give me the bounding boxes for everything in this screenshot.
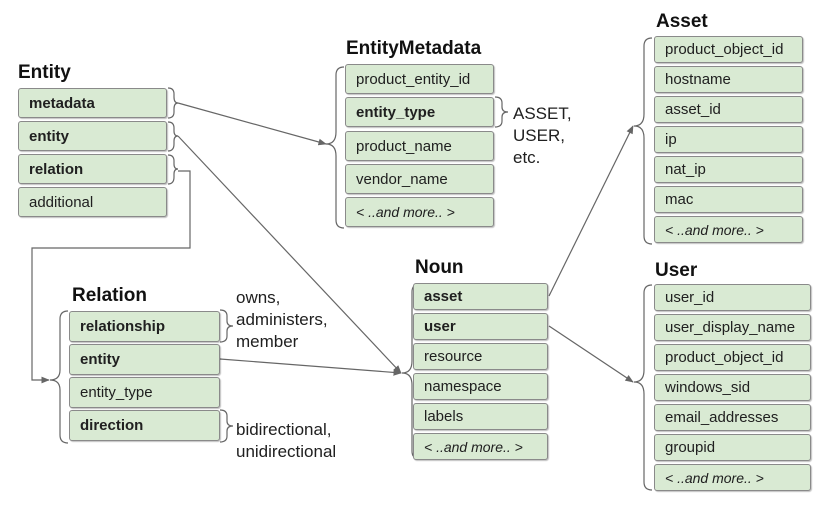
noun-field-and-more: < ..and more.. > <box>413 433 548 460</box>
entitymetadata-field-entity-type: entity_type <box>345 97 494 127</box>
direction-value-bidirectional: bidirectional, <box>236 420 332 439</box>
user-field-groupid: groupid <box>654 434 811 461</box>
entity-row-brace <box>167 121 179 152</box>
entity-field-relation: relation <box>18 154 167 184</box>
user-to-userbox-line <box>548 325 634 383</box>
noun-field-namespace: namespace <box>413 373 548 400</box>
relation-to-relation-line <box>31 170 191 384</box>
asset-field-product-object-id: product_object_id <box>654 36 803 63</box>
relationship-values-note: owns, administers, member <box>236 287 328 353</box>
user-field-email-addresses: email_addresses <box>654 404 811 431</box>
relation-entity-to-noun-line <box>219 358 402 376</box>
relation-row-brace <box>167 154 179 185</box>
entity-to-noun-line <box>177 135 402 374</box>
entitymetadata-field-vendor-name: vendor_name <box>345 164 494 194</box>
user-field-user-display-name: user_display_name <box>654 314 811 341</box>
asset-bracket <box>633 37 653 245</box>
entitymetadata-field-and-more: < ..and more.. > <box>345 197 494 227</box>
entity-field-entity: entity <box>18 121 167 151</box>
relation-bracket <box>49 310 69 444</box>
entity-field-additional: additional <box>18 187 167 217</box>
asset-field-mac: mac <box>654 186 803 213</box>
asset-field-ip: ip <box>654 126 803 153</box>
noun-field-labels: labels <box>413 403 548 430</box>
asset-field-and-more: < ..and more.. > <box>654 216 803 243</box>
entity-metadata-bracket <box>325 66 345 229</box>
entitymetadata-field-product-entity-id: product_entity_id <box>345 64 494 94</box>
relationship-value-member: member <box>236 332 299 351</box>
metadata-to-entitymetadata-line <box>177 102 327 146</box>
relation-field-direction: direction <box>69 410 220 441</box>
entitymetadata-title: EntityMetadata <box>346 38 482 59</box>
asset-title: Asset <box>656 11 708 32</box>
relationship-value-administers: administers, <box>236 310 328 329</box>
relationship-brace <box>219 309 234 343</box>
entity-type-value-user: USER, <box>513 126 565 145</box>
direction-value-unidirectional: unidirectional <box>236 442 337 461</box>
entity-type-value-etc: etc. <box>513 148 541 167</box>
entity-title: Entity <box>18 62 71 83</box>
asset-field-hostname: hostname <box>654 66 803 93</box>
entity-type-value-asset: ASSET, <box>513 104 572 123</box>
user-field-user-id: user_id <box>654 284 811 311</box>
entity-type-brace <box>494 96 509 128</box>
relationship-value-owns: owns, <box>236 288 281 307</box>
relation-field-relationship: relationship <box>69 311 220 342</box>
noun-field-resource: resource <box>413 343 548 370</box>
entitymetadata-field-product-name: product_name <box>345 131 494 161</box>
direction-brace <box>219 409 234 443</box>
asset-field-asset-id: asset_id <box>654 96 803 123</box>
asset-to-assetbox-line <box>548 125 634 297</box>
metadata-row-brace <box>167 87 179 119</box>
user-field-and-more: < ..and more.. > <box>654 464 811 491</box>
user-title: User <box>655 260 698 281</box>
direction-values-note: bidirectional, unidirectional <box>236 419 336 463</box>
entity-field-metadata: metadata <box>18 88 167 118</box>
relation-field-entity: entity <box>69 344 220 375</box>
noun-field-asset: asset <box>413 283 548 310</box>
relation-field-entity-type: entity_type <box>69 377 220 408</box>
entity-type-values-note: ASSET, USER, etc. <box>513 103 572 169</box>
noun-field-user: user <box>413 313 548 340</box>
asset-field-nat-ip: nat_ip <box>654 156 803 183</box>
noun-bracket <box>401 283 421 460</box>
user-field-product-object-id: product_object_id <box>654 344 811 371</box>
user-bracket <box>633 284 653 491</box>
user-field-windows-sid: windows_sid <box>654 374 811 401</box>
noun-title: Noun <box>415 257 464 278</box>
relation-title: Relation <box>72 285 147 306</box>
